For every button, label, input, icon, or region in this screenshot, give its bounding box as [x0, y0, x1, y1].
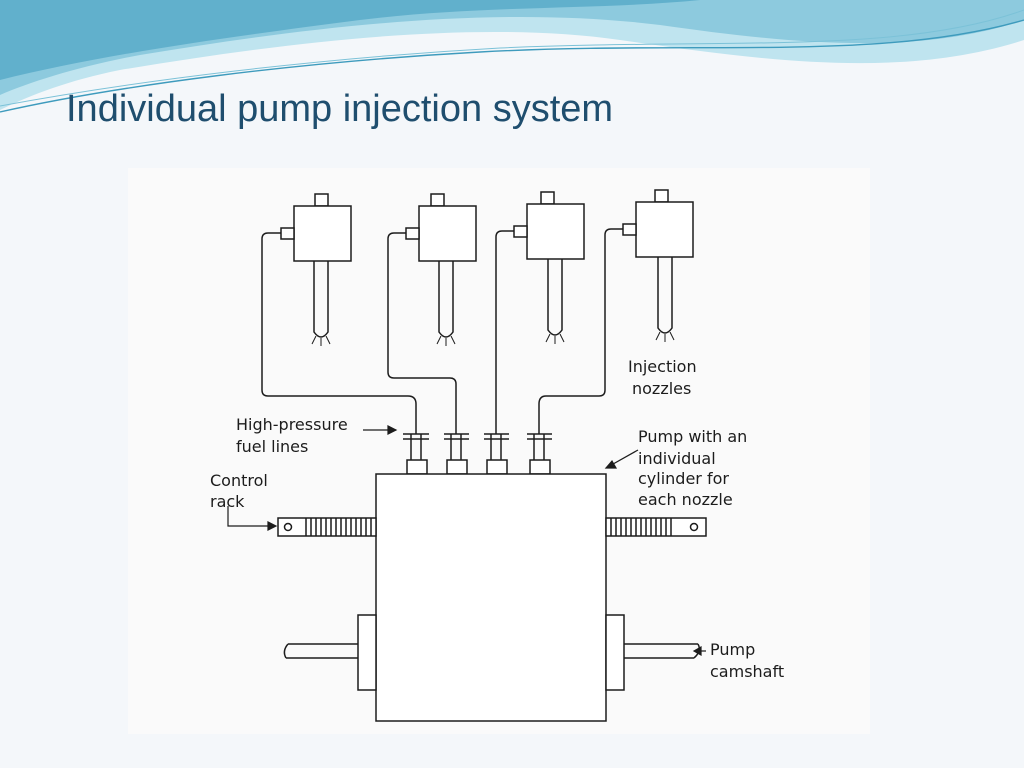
- label-arrows: [227, 425, 706, 657]
- label-camshaft-line2: camshaft: [710, 662, 784, 681]
- injection-nozzle-1: [280, 193, 352, 346]
- injection-nozzle-3: [513, 191, 585, 344]
- high-pressure-fuel-lines: [261, 228, 623, 434]
- label-pump-line4: each nozzle: [638, 490, 733, 509]
- control-rack: [277, 517, 707, 537]
- label-injection-nozzles-line1: Injection: [628, 357, 697, 376]
- label-fuel-lines-line2: fuel lines: [236, 437, 308, 456]
- injection-nozzle-2: [405, 193, 477, 346]
- header-wave-decoration: [0, 0, 1024, 113]
- pump-camshaft: [283, 614, 701, 691]
- label-pump-line2: individual: [638, 449, 716, 468]
- label-fuel-lines-line1: High-pressure: [236, 415, 348, 434]
- pump-body: [375, 473, 607, 722]
- label-pump-line1: Pump with an: [638, 427, 747, 446]
- label-pump-line3: cylinder for: [638, 469, 729, 488]
- slide-title: Individual pump injection system: [66, 88, 614, 130]
- pump-injection-diagram: Injection nozzles High-pressure fuel lin…: [128, 168, 870, 734]
- pump-element-heads: [403, 433, 552, 475]
- label-injection-nozzles-line2: nozzles: [632, 379, 691, 398]
- injection-nozzle-4: [622, 189, 694, 342]
- label-camshaft-line1: Pump: [710, 640, 755, 659]
- label-control-rack-line2: rack: [210, 492, 245, 511]
- label-control-rack-line1: Control: [210, 471, 268, 490]
